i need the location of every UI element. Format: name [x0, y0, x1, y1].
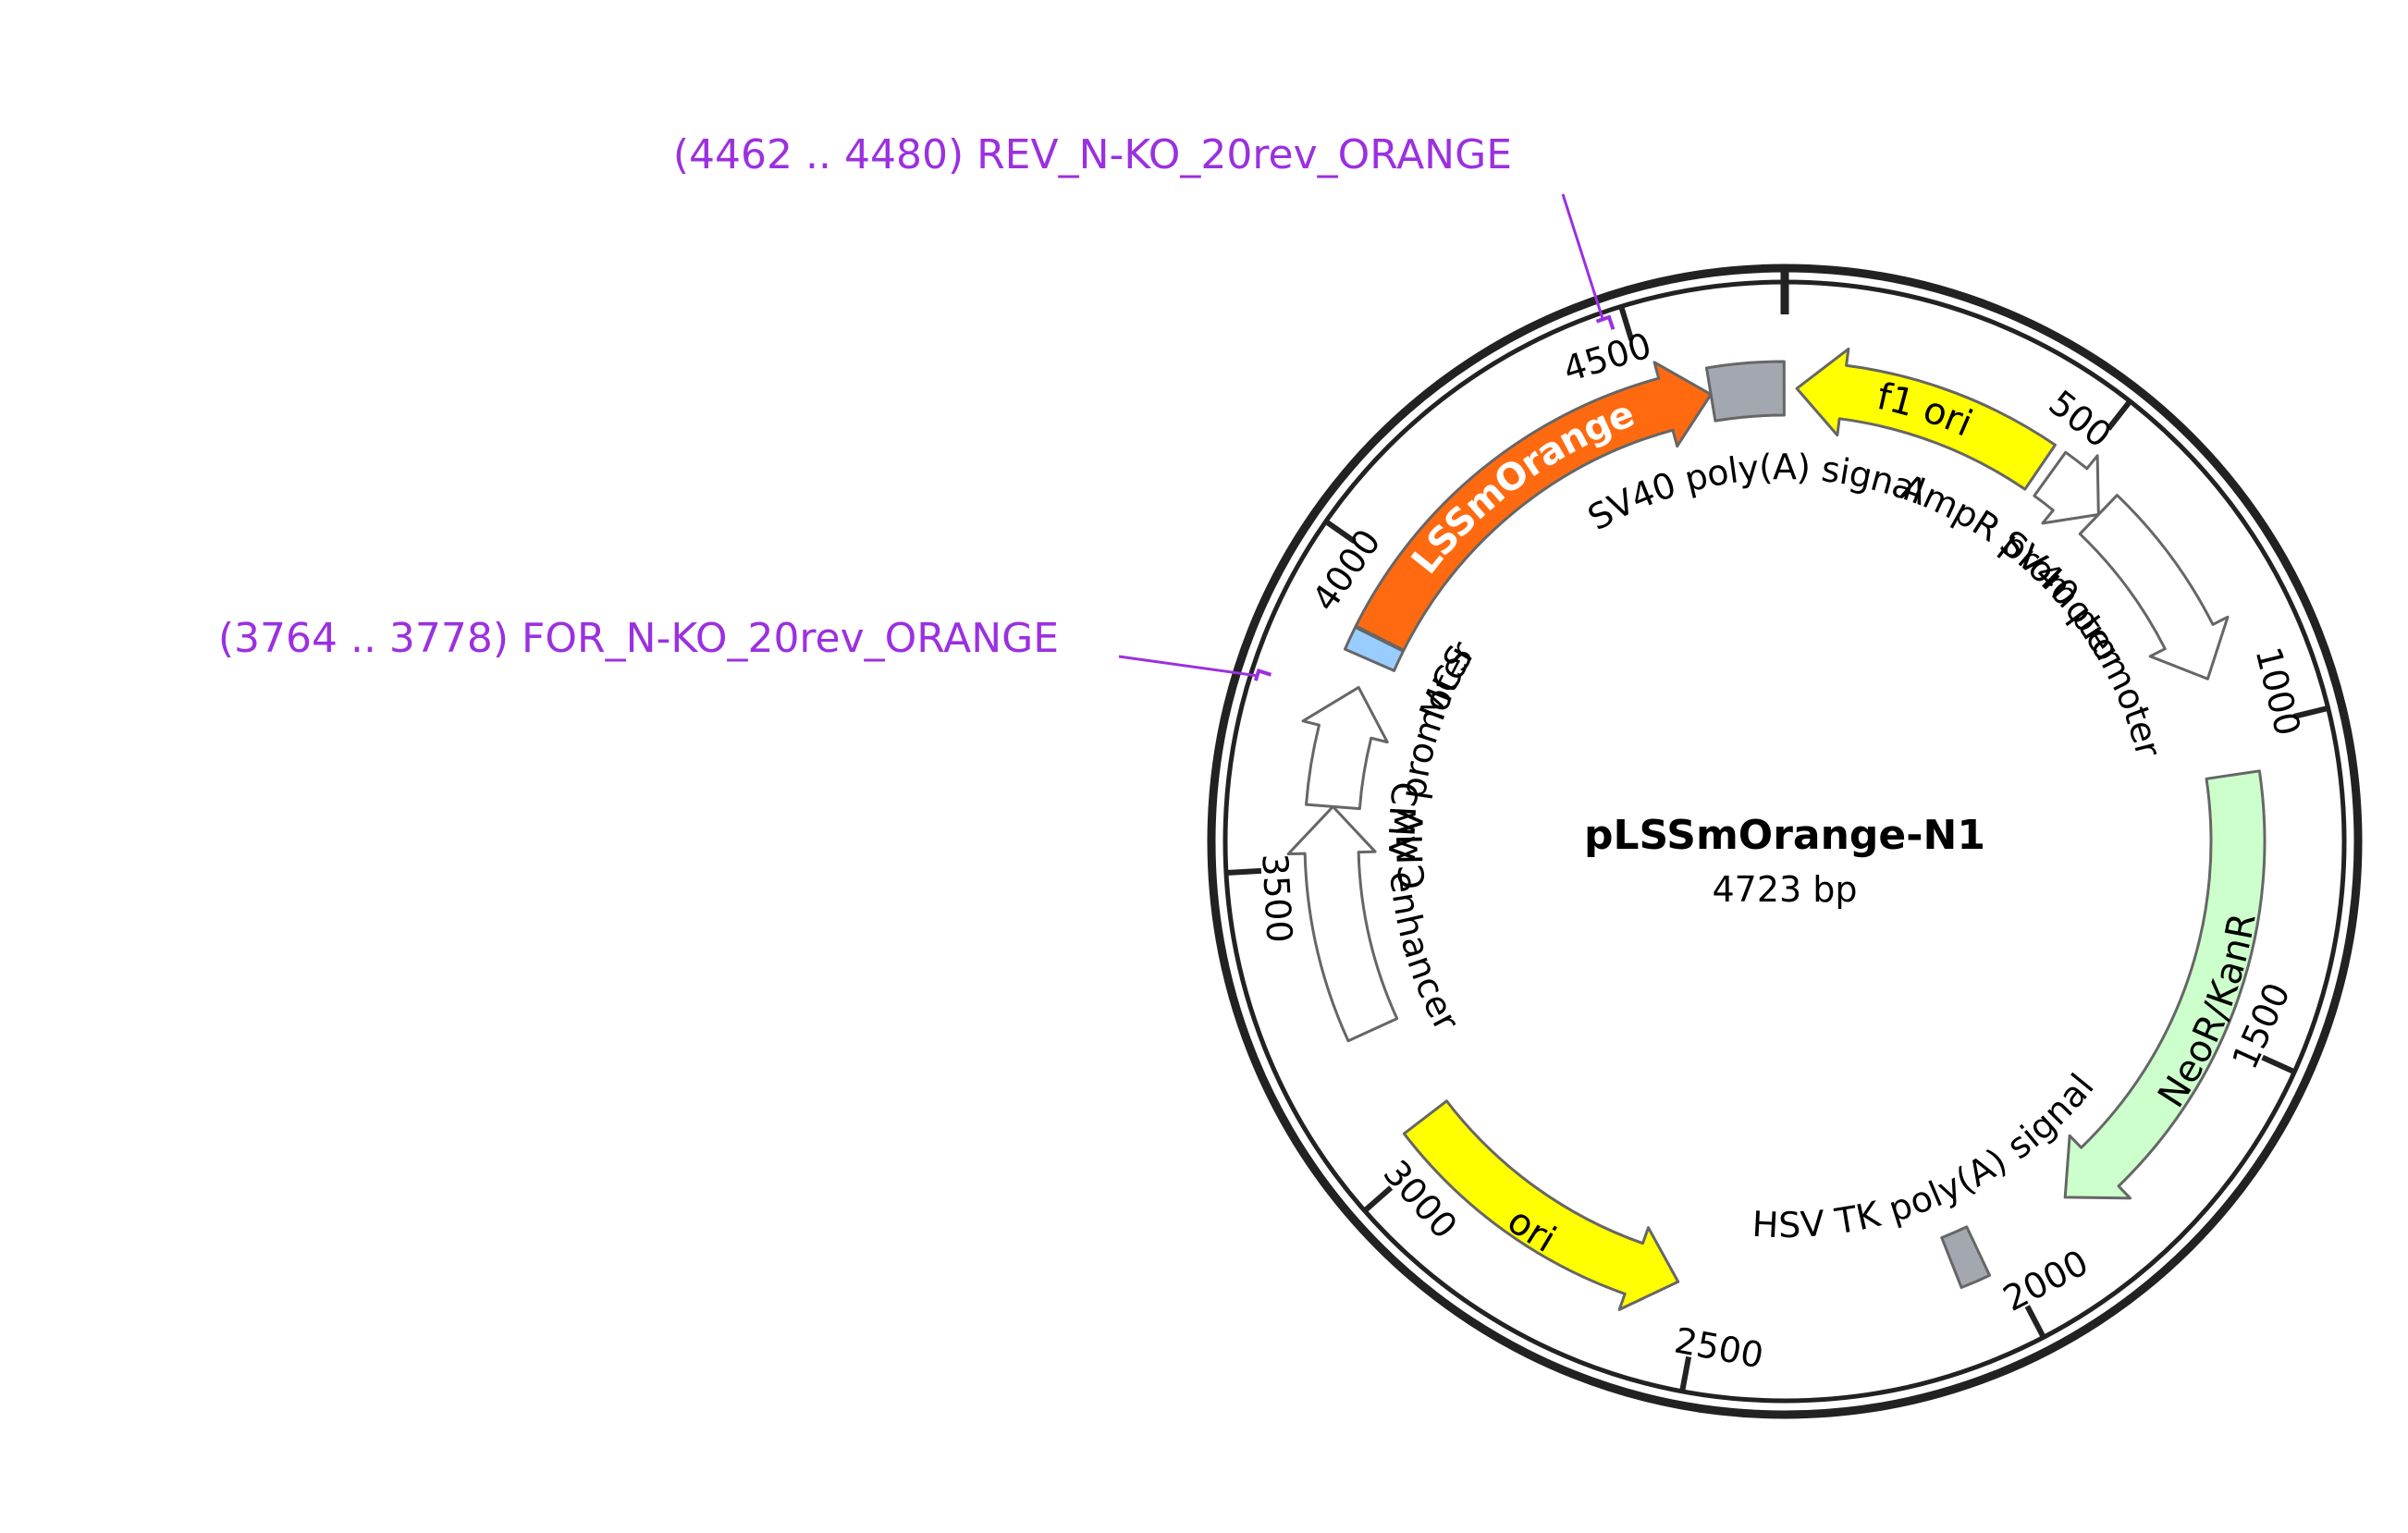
- tick-label-3500: 3500: [1254, 852, 1299, 944]
- for-primer-mark: [1253, 668, 1272, 681]
- hsv-tk-polya-label: HSV TK poly(A) signal: [1751, 1066, 2102, 1245]
- sv40-promoter-feature: [2078, 494, 2230, 681]
- rev-primer-mark: [1595, 314, 1616, 330]
- rev-primer-leader: [1561, 193, 1604, 320]
- f1-ori-feature: [1795, 347, 2057, 491]
- tick-mark-1500: [2261, 1054, 2298, 1075]
- tick-label-2000: 2000: [1996, 1242, 2095, 1319]
- rev-primer-label: (4462 .. 4480) REV_N-KO_20rev_ORANGE: [673, 131, 1512, 178]
- features: [1286, 347, 2267, 1311]
- tick-mark-2500: [1678, 1355, 1692, 1394]
- tick-mark-3500: [1223, 867, 1262, 877]
- neor-kanr-feature: [2063, 769, 2267, 1200]
- for-primer-label: (3764 .. 3778) FOR_N-KO_20rev_ORANGE: [218, 615, 1059, 662]
- tick-mark-2000: [2024, 1305, 2047, 1341]
- ampr-promoter-feature: [2033, 450, 2100, 525]
- tick-mark-500: [2106, 398, 2133, 431]
- cmv-enhancer-feature: [1286, 804, 1399, 1043]
- tick-label-1000: 1000: [2247, 644, 2308, 740]
- lssmorange-feature: [1354, 361, 1713, 652]
- tick-mark-4500: [1617, 303, 1635, 341]
- tick-mark-4000: [1322, 518, 1357, 545]
- tick-mark-3000: [1361, 1185, 1394, 1215]
- cmv-promoter-feature: [1301, 685, 1389, 811]
- plasmid-name: pLSSmOrange-N1: [1584, 812, 1985, 859]
- tick-label-4500: 4500: [1558, 325, 1655, 389]
- primers: (4462 .. 4480) REV_N-KO_20rev_ORANGE (376…: [218, 131, 1616, 681]
- lssmorange-label: LSSmOrange: [1404, 393, 1640, 583]
- tick-mark-1000: [2292, 705, 2331, 719]
- for-primer-leader: [1118, 655, 1258, 678]
- plasmid-size: 4723 bp: [1712, 869, 1857, 910]
- hsv-tk-polya-feature: [1940, 1225, 1992, 1290]
- ori-feature: [1402, 1099, 1680, 1311]
- sv40-polya-feature: [1704, 360, 1786, 423]
- sv40-polya-label: SV40 poly(A) signal: [1581, 447, 1931, 538]
